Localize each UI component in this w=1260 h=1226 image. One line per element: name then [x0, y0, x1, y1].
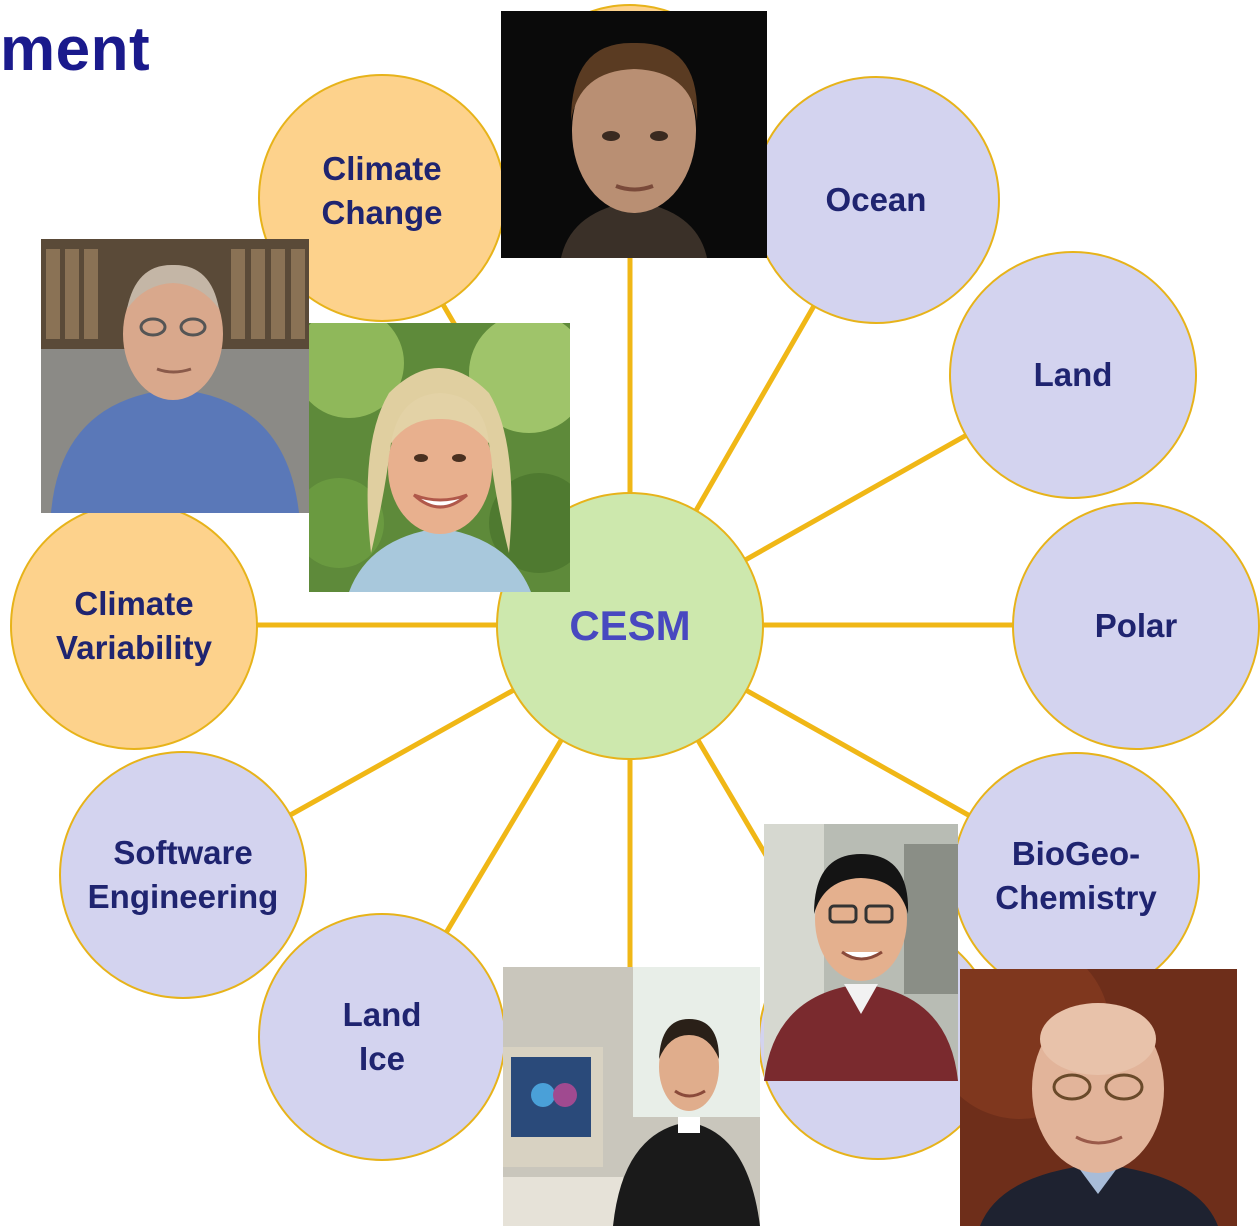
node-land: Land: [949, 251, 1197, 499]
photo-man-computer: [503, 967, 760, 1226]
node-land-ice: Land Ice: [258, 913, 506, 1161]
photo-woman-trees: [309, 323, 570, 592]
photo-man-bald-glasses: [960, 969, 1237, 1226]
photo-woman-dark-background: [501, 11, 767, 258]
node-cesm-hub: CESM: [496, 492, 764, 760]
photo-man-bookshelf: [41, 239, 309, 513]
node-biogeochemistry: BioGeo- Chemistry: [952, 752, 1200, 1000]
photo-man-glasses-red-shirt: [764, 824, 958, 1081]
node-ocean: Ocean: [752, 76, 1000, 324]
node-polar: Polar: [1012, 502, 1260, 750]
node-climate-variability: Climate Variability: [10, 502, 258, 750]
page-title: ment: [0, 15, 151, 84]
node-software-engineering: Software Engineering: [59, 751, 307, 999]
